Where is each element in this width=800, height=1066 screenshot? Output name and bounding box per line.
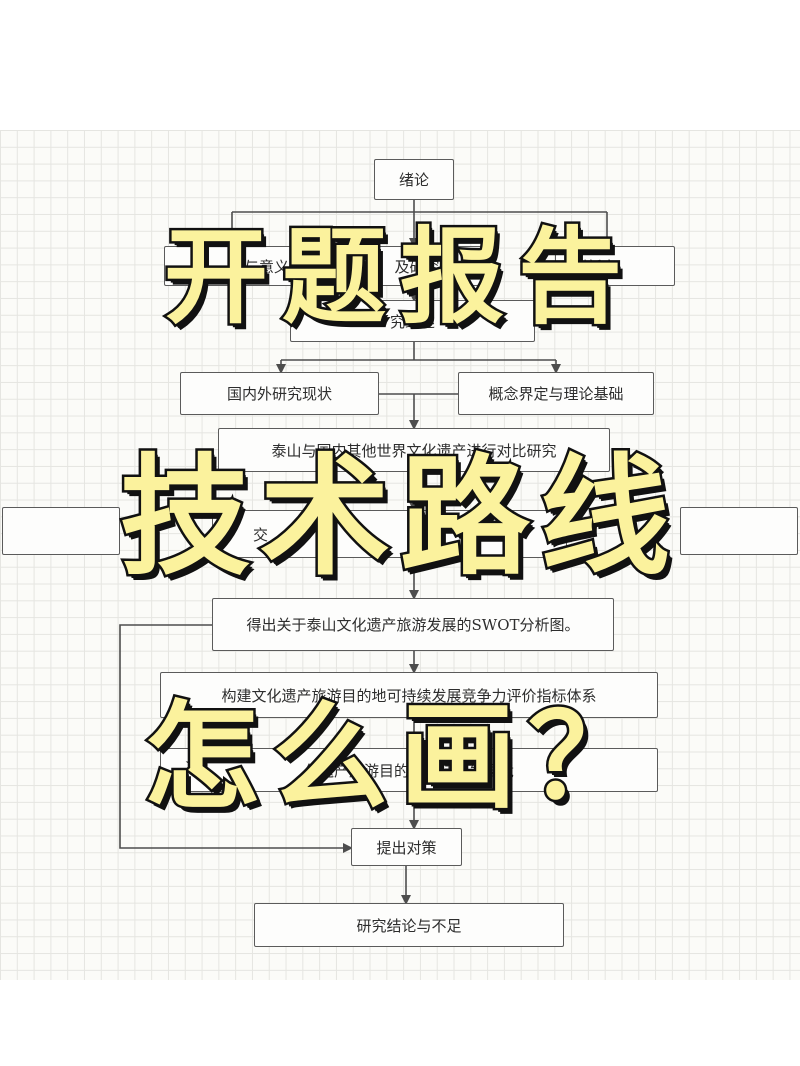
box-research-status: 国内外研究现状 [180, 372, 379, 415]
box-right-branch [680, 507, 798, 555]
overlay-title-line-3: 怎么画？ [142, 690, 656, 825]
box-significance: 与意义 [164, 246, 304, 286]
box-center-branch: 交 [212, 510, 567, 558]
box-comparison: 泰山与国内其他世界文化遗产进行对比研究 [218, 428, 610, 472]
box-conclusion: 研究结论与不足 [254, 903, 564, 947]
box-measures: 提出对策 [351, 828, 462, 866]
box-concepts: 概念界定与理论基础 [458, 372, 654, 415]
box-swot: 得出关于泰山文化遗产旅游发展的SWOT分析图。 [212, 598, 614, 651]
box-left-branch [2, 507, 120, 555]
overlay-title-line-1: 开题报告 [161, 216, 636, 338]
overlay-title-line-2: 技术路线 [117, 441, 680, 593]
connector-feedback-loop [119, 624, 353, 853]
box-intro: 绪论 [374, 159, 454, 200]
box-innovation: 创新之 [555, 246, 675, 286]
box-methods: 及研究 [352, 246, 482, 286]
box-evaluation: 化遗产旅游目的地可持续发展竞 [160, 748, 658, 792]
box-review: 究综述 [290, 300, 535, 342]
box-index-system: 构建文化遗产旅游目的地可持续发展竞争力评价指标体系 [160, 672, 658, 718]
